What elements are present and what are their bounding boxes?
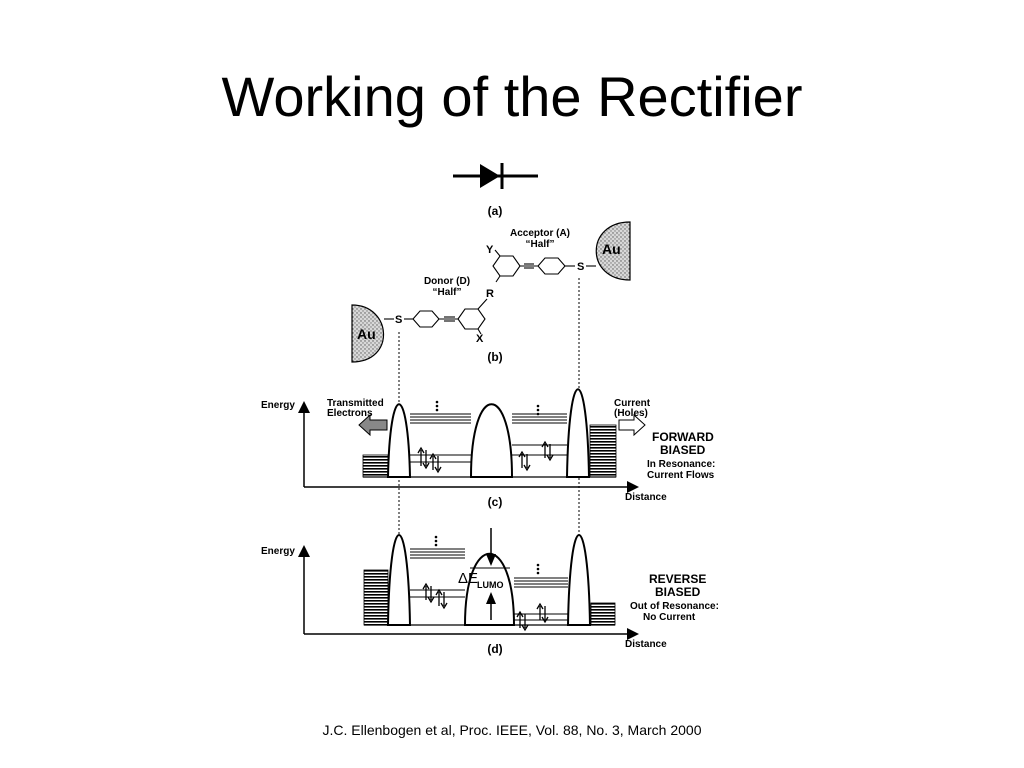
current-label-1: Current bbox=[614, 398, 651, 409]
donor-half-label: “Half” bbox=[433, 287, 462, 298]
acceptor-label: Acceptor (A) bbox=[510, 228, 570, 239]
transmitted-label-1: Transmitted bbox=[327, 398, 384, 409]
reverse-detail-label-1: Out of Resonance: bbox=[630, 601, 719, 612]
diode-symbol bbox=[453, 163, 538, 189]
reverse-state-label-2: BIASED bbox=[655, 585, 701, 599]
forward-detail-label-2: Current Flows bbox=[647, 470, 715, 481]
donor-label: Donor (D) bbox=[424, 276, 470, 287]
reverse-detail-label-2: No Current bbox=[643, 612, 696, 623]
forward-state-label-2: BIASED bbox=[660, 443, 706, 457]
reverse-state-label-1: REVERSE bbox=[649, 572, 706, 586]
panel-b-label: (b) bbox=[487, 350, 502, 364]
forward-detail-label-1: In Resonance: bbox=[647, 459, 715, 470]
atom-r: R bbox=[486, 288, 494, 300]
panel-c-label: (c) bbox=[488, 495, 503, 509]
forward-state-label-1: FORWARD bbox=[652, 430, 714, 444]
acceptor-half-label: “Half” bbox=[526, 239, 555, 250]
slide-title: Working of the Rectifier bbox=[221, 65, 803, 128]
delta-e-subscript: LUMO bbox=[477, 580, 504, 590]
reverse-energy-axis-label: Energy bbox=[261, 546, 295, 557]
molecule-skeleton bbox=[384, 249, 596, 335]
delta-e-symbol: ΔE bbox=[458, 570, 478, 587]
reverse-energy-diagram bbox=[298, 528, 639, 640]
forward-energy-diagram bbox=[298, 388, 646, 493]
citation: J.C. Ellenbogen et al, Proc. IEEE, Vol. … bbox=[322, 722, 702, 738]
current-label-2: (Holes) bbox=[614, 408, 648, 419]
atom-s-right: S bbox=[577, 261, 584, 273]
right-au-label: Au bbox=[602, 241, 621, 257]
panel-a-label: (a) bbox=[488, 204, 503, 218]
left-gold-electrode bbox=[351, 304, 385, 363]
panel-d-label: (d) bbox=[487, 642, 502, 656]
atom-s-left: S bbox=[395, 314, 402, 326]
transmitted-label-2: Electrons bbox=[327, 408, 373, 419]
atom-y: Y bbox=[486, 244, 494, 256]
reverse-distance-axis-label: Distance bbox=[625, 639, 667, 650]
left-au-label: Au bbox=[357, 326, 376, 342]
atom-x: X bbox=[476, 333, 484, 345]
right-gold-electrode bbox=[595, 221, 631, 281]
forward-distance-axis-label: Distance bbox=[625, 492, 667, 503]
forward-energy-axis-label: Energy bbox=[261, 400, 295, 411]
